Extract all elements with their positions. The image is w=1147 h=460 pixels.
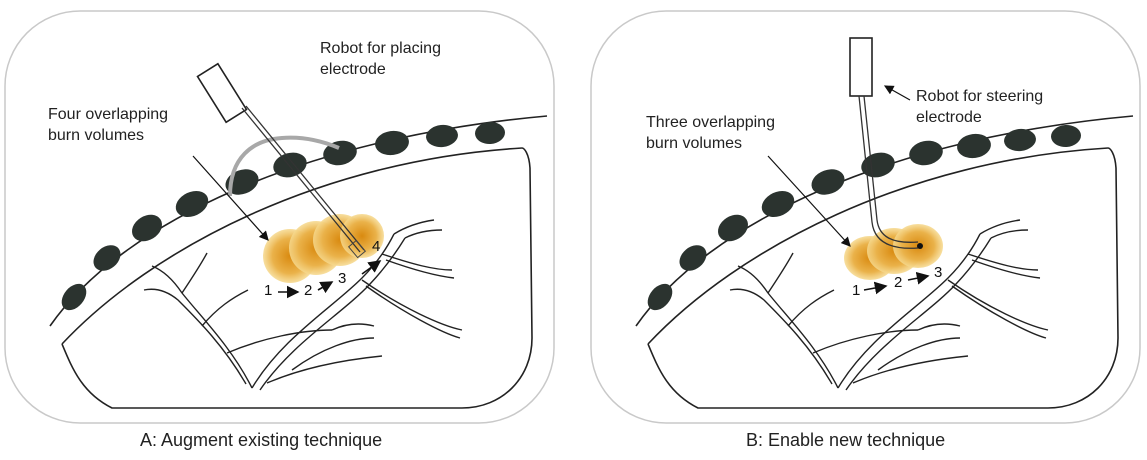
burn-label: Four overlapping burn volumes [48,104,168,146]
burn-label-line2: burn volumes [646,133,775,154]
step-number: 3 [934,264,942,281]
panel-frame [5,11,554,423]
step-number: 2 [304,282,312,299]
panel-a: Robot for placing electrode Four overlap… [2,8,557,426]
burn-label-line1: Four overlapping [48,104,168,125]
caption-a: A: Augment existing technique [140,430,382,451]
panel-b: Robot for steering electrode Three overl… [588,8,1143,426]
caption-b: B: Enable new technique [746,430,945,451]
step-number: 1 [264,282,272,299]
step-number: 3 [338,270,346,287]
panel-b-illustration [588,8,1143,426]
robot-label-line1: Robot for placing [320,38,441,59]
robot-label-line2: electrode [916,107,1043,128]
burn-label: Three overlapping burn volumes [646,112,775,154]
robot-label: Robot for steering electrode [916,86,1043,128]
panel-a-illustration [2,8,557,426]
step-number: 1 [852,282,860,299]
robot-label-line1: Robot for steering [916,86,1043,107]
robot-label: Robot for placing electrode [320,38,441,80]
step-number: 2 [894,274,902,291]
robot-label-line2: electrode [320,59,441,80]
burn-label-line1: Three overlapping [646,112,775,133]
burn-label-line2: burn volumes [48,125,168,146]
step-number: 4 [372,238,380,255]
